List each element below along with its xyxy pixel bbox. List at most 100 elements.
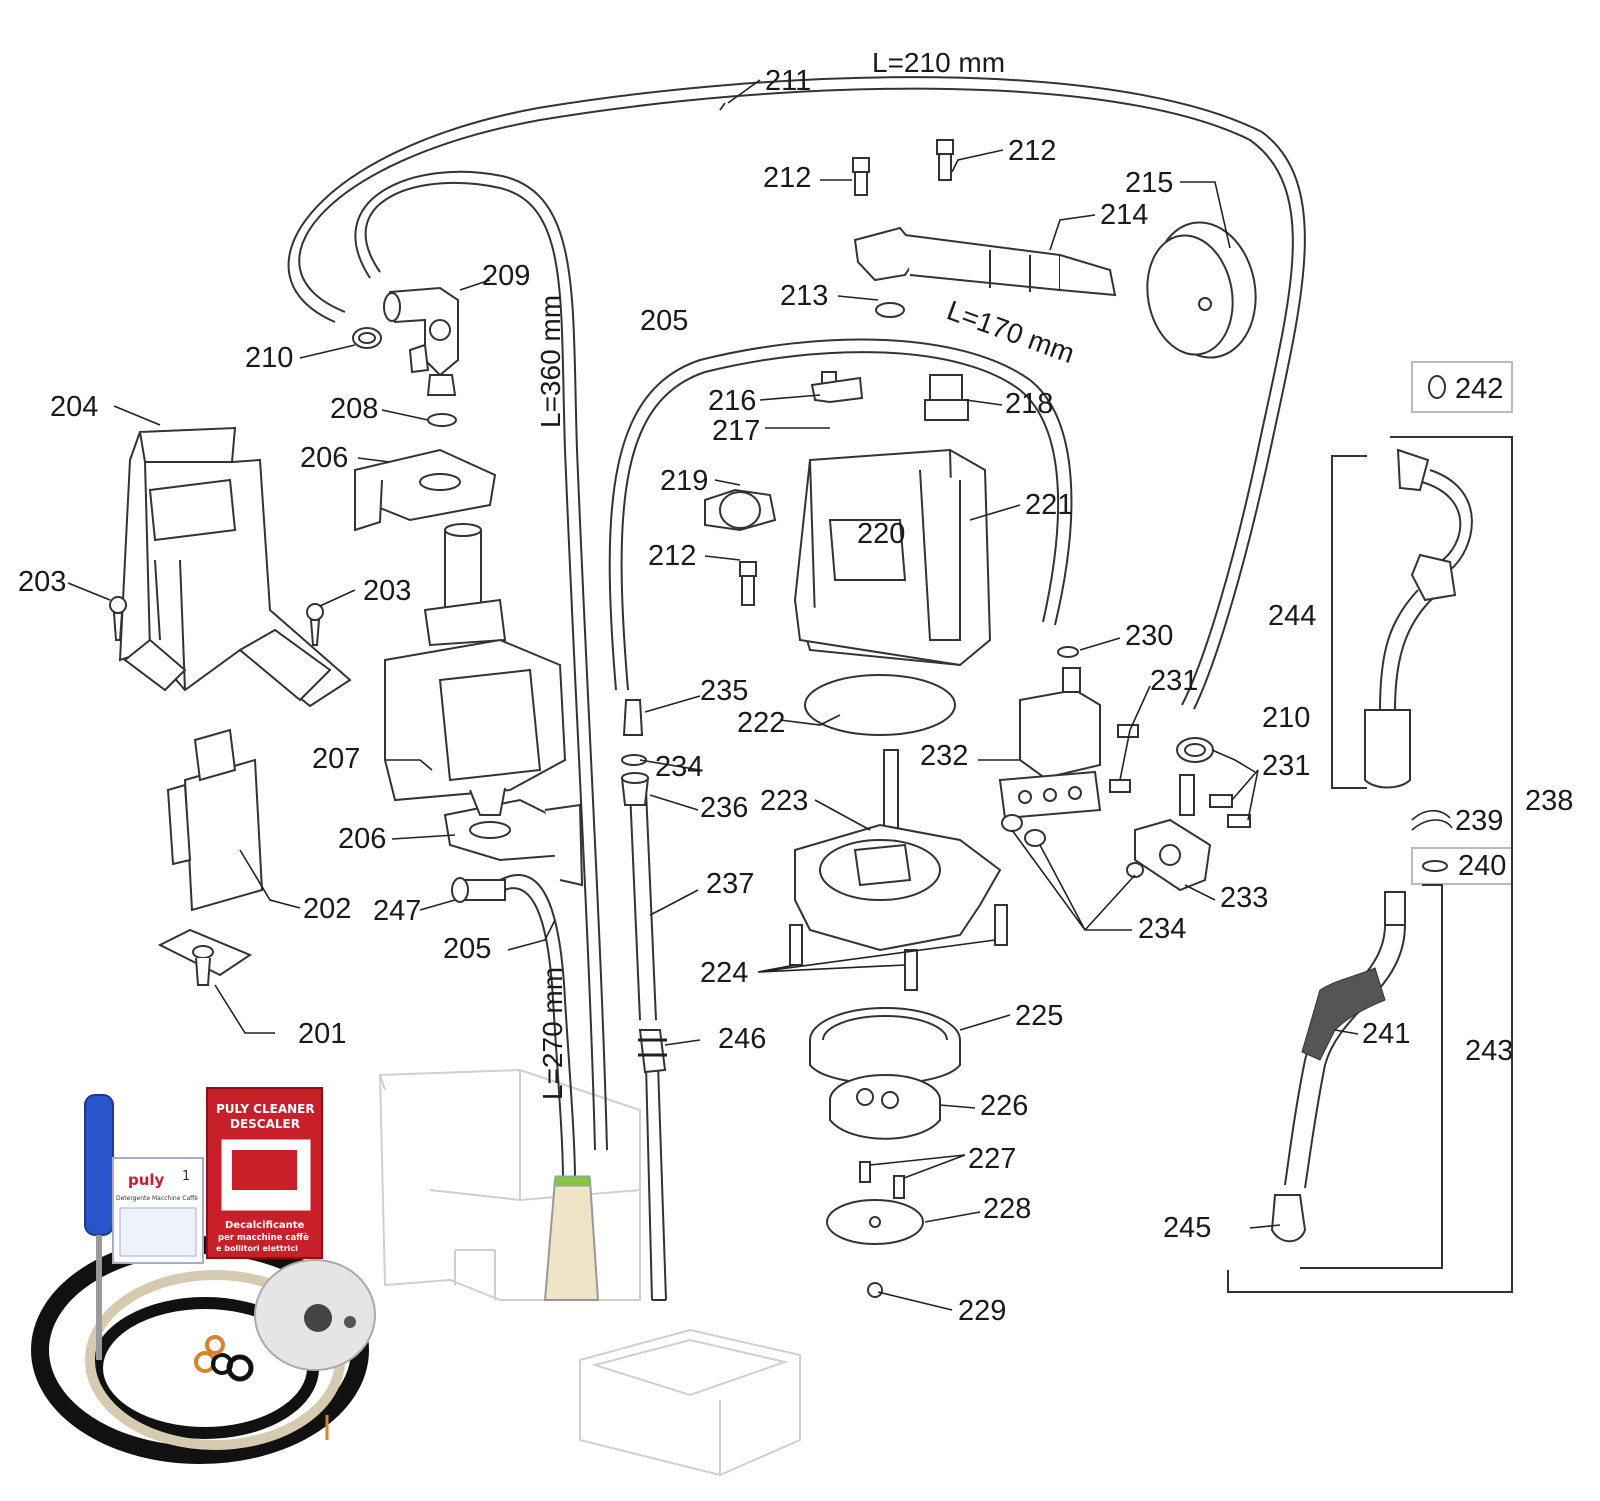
part-202-board [166, 728, 264, 912]
small-packet-count: 1 [182, 1169, 190, 1184]
hose-205-upper [354, 170, 608, 1151]
label-207: 207 [312, 743, 360, 775]
part-245-nozzle [1270, 1194, 1307, 1243]
label-218: 218 [1005, 388, 1053, 420]
label-219: 219 [660, 465, 708, 497]
label-241: 241 [1362, 1018, 1410, 1050]
label-216: 216 [708, 385, 756, 417]
label-203-left: 203 [18, 566, 66, 598]
part-221-boiler [793, 448, 992, 667]
small-packet-brand: puly [128, 1171, 165, 1189]
part-210-clamp-left [352, 327, 382, 349]
bracket-244 [1331, 455, 1367, 789]
water-filter [543, 1175, 600, 1301]
part-215-shower [1146, 221, 1257, 359]
part-227-screws [859, 1161, 905, 1199]
label-206-top: 206 [300, 442, 348, 474]
label-205-lower: 205 [443, 933, 491, 965]
label-228: 228 [983, 1193, 1031, 1225]
part-222-gasket [804, 674, 956, 736]
label-221: 221 [1025, 489, 1073, 521]
part-218-thermostat [924, 374, 969, 421]
label-212-a: 212 [763, 162, 811, 194]
descaler-sub3: e bollitori elettrici [216, 1244, 298, 1253]
label-245: 245 [1163, 1212, 1211, 1244]
label-232: 232 [920, 740, 968, 772]
label-215: 215 [1125, 167, 1173, 199]
label-240: 240 [1458, 850, 1506, 882]
part-210-clamp-right [1176, 737, 1214, 763]
label-213: 213 [780, 280, 828, 312]
part-231-screws-right [1209, 794, 1251, 828]
label-227: 227 [968, 1143, 1016, 1175]
descaler-title: DESCALER [230, 1117, 300, 1131]
part-225-gasket [809, 1007, 961, 1085]
part-239-clip [1411, 809, 1453, 831]
part-219-thermostat [704, 488, 777, 532]
label-238: 238 [1525, 785, 1573, 817]
label-201: 201 [298, 1018, 346, 1050]
label-229: 229 [958, 1295, 1006, 1327]
label-205-upper: 205 [640, 305, 688, 337]
label-220: 220 [857, 518, 905, 550]
part-241-steam-tube [1284, 891, 1406, 1189]
label-247: 247 [373, 895, 421, 927]
label-243: 243 [1465, 1035, 1513, 1067]
part-234-orings-right [1001, 814, 1144, 878]
part-203-screw-right [306, 603, 324, 646]
part-204-cover [118, 426, 352, 708]
label-233: 233 [1220, 882, 1268, 914]
part-242-oring [1411, 361, 1513, 413]
drip-tray [579, 1328, 801, 1477]
part-229-screw [867, 1282, 883, 1298]
part-212-screw-b [936, 139, 954, 181]
part-labels: 201 202 203 203 204 205 205 206 206 207 … [18, 65, 1573, 1327]
part-208-oring [427, 413, 457, 427]
label-244: 244 [1268, 600, 1316, 632]
part-223-group [794, 749, 1002, 952]
part-236-fitting [620, 772, 650, 806]
label-222: 222 [737, 707, 785, 739]
label-225: 225 [1015, 1000, 1063, 1032]
part-230-oring [1057, 646, 1079, 658]
part-244-steam-pipe [1364, 448, 1473, 789]
part-212-screw-a [852, 157, 870, 196]
label-223: 223 [760, 785, 808, 817]
descaler-packet: PULY CLEANER DESCALER Decalcificante per… [206, 1087, 323, 1259]
label-212-b: 212 [1008, 135, 1056, 167]
part-209-valve [383, 286, 459, 396]
water-tank [378, 1068, 641, 1301]
descaler-sub1: Decalcificante [225, 1220, 305, 1231]
part-217-clip [810, 376, 864, 404]
label-226: 226 [980, 1090, 1028, 1122]
label-246: 246 [718, 1023, 766, 1055]
service-kit: puly 1 Detergente Macchine Caffè PULY CL… [31, 1087, 376, 1464]
dim-hose-boiler: L=170 mm [943, 295, 1079, 370]
label-217: 217 [712, 415, 760, 447]
part-246-connector [638, 1029, 667, 1074]
small-cleaner-packet: puly 1 Detergente Macchine Caffè [112, 1157, 204, 1264]
part-228-shower-plate [826, 1199, 924, 1245]
label-203-right: 203 [363, 575, 411, 607]
dim-hose-211: L=210 mm [872, 47, 1005, 78]
part-206-bracket-top [353, 448, 497, 532]
dim-hose-205-bottom: L=270 mm [537, 967, 568, 1100]
part-214-group-head [853, 226, 1117, 297]
small-packet-text: Detergente Macchine Caffè [116, 1195, 198, 1202]
label-224: 224 [700, 957, 748, 989]
label-231-a: 231 [1150, 665, 1198, 697]
label-231-b: 231 [1262, 750, 1310, 782]
part-226-disc [829, 1074, 941, 1140]
part-213-gasket [875, 302, 905, 318]
label-234-center: 234 [655, 751, 703, 783]
part-206-bracket-bottom [443, 798, 584, 887]
label-242: 242 [1455, 373, 1503, 405]
label-235: 235 [700, 675, 748, 707]
label-204: 204 [50, 391, 98, 423]
part-212-screw-c [739, 561, 757, 606]
descaler-brand: PULY CLEANER [216, 1102, 315, 1116]
bracket-238 [1227, 436, 1513, 1293]
label-214: 214 [1100, 199, 1148, 231]
part-234-oring-center [621, 754, 647, 766]
